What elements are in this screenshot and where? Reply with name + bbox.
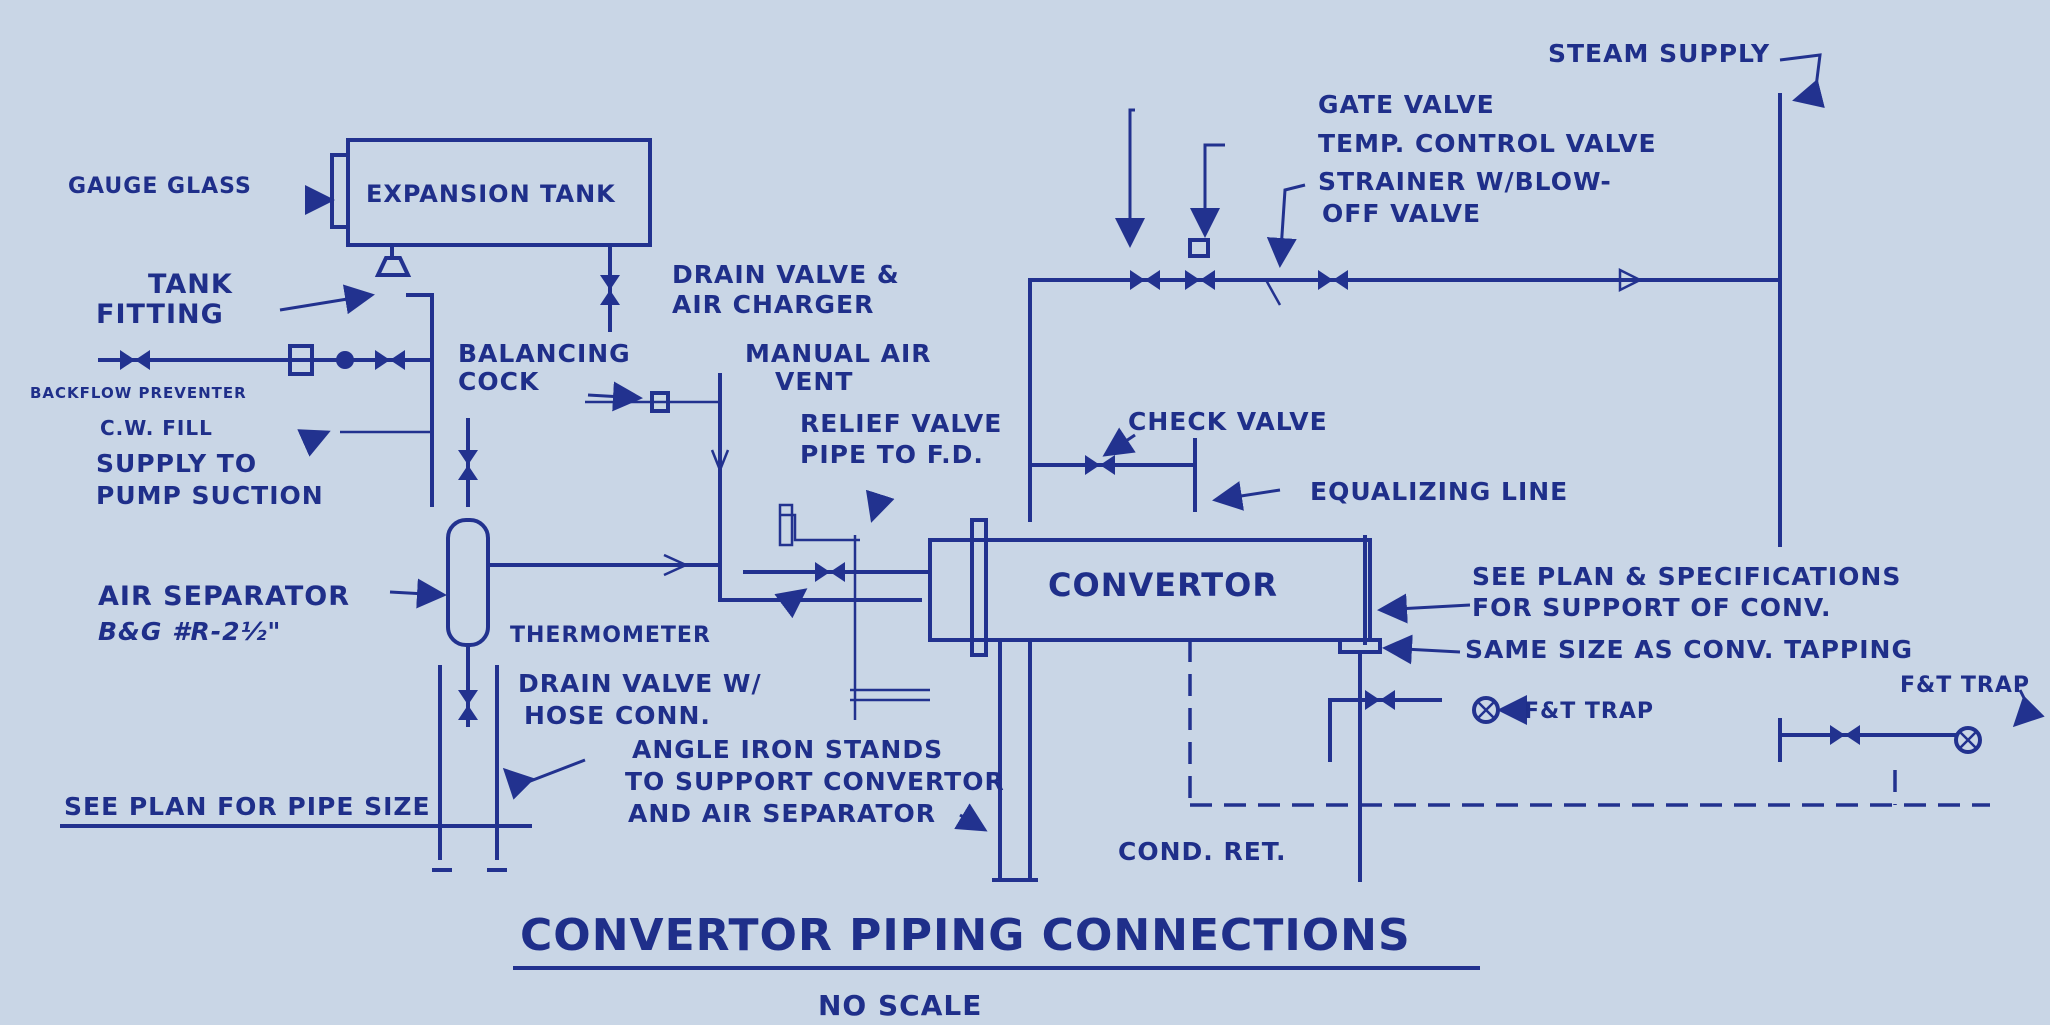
label-angle-iron-1: ANGLE IRON STANDS bbox=[632, 735, 943, 764]
backflow-preventer-body bbox=[288, 344, 314, 376]
label-manual-air-vent-1: MANUAL AIR bbox=[745, 339, 932, 368]
label-temp-control-valve: TEMP. CONTROL VALVE bbox=[1318, 129, 1657, 158]
leader-angle-iron-convertor bbox=[954, 803, 988, 832]
convertor-shell bbox=[928, 538, 1372, 642]
label-gate-valve: GATE VALVE bbox=[1318, 90, 1495, 119]
leader-support bbox=[1377, 593, 1471, 624]
tank-fitting bbox=[374, 245, 412, 277]
vent-arrow bbox=[710, 449, 730, 471]
floor-drain bbox=[850, 688, 930, 702]
label-balancing-cock-2: COCK bbox=[458, 367, 540, 396]
label-equalizing-line: EQUALIZING LINE bbox=[1310, 477, 1568, 506]
label-cw-fill: C.W. FILL bbox=[100, 416, 213, 440]
label-check-valve: CHECK VALVE bbox=[1128, 407, 1328, 436]
strainer-symbol bbox=[1264, 279, 1282, 306]
leader-relief-valve bbox=[865, 489, 895, 523]
secondary-ft-trap-cross bbox=[1959, 731, 1977, 749]
leader-equalizing-line bbox=[1212, 481, 1281, 511]
relief-valve bbox=[780, 513, 860, 542]
label-expansion-tank: EXPANSION TANK bbox=[366, 180, 616, 208]
leader-air-separator bbox=[389, 578, 447, 609]
label-supply-pump-suction-1: SUPPLY TO bbox=[96, 449, 257, 478]
label-steam-supply: STEAM SUPPLY bbox=[1548, 39, 1770, 68]
label-see-plan-support-2: FOR SUPPORT OF CONV. bbox=[1472, 593, 1832, 622]
drain-valve-symbol bbox=[600, 275, 620, 305]
label-convertor: CONVERTOR bbox=[1048, 566, 1278, 604]
diagram-subtitle: NO SCALE bbox=[818, 989, 982, 1022]
label-thermometer: THERMOMETER bbox=[510, 623, 711, 648]
leader-balancing-cock bbox=[587, 381, 643, 412]
convertor-flange bbox=[970, 518, 988, 657]
separator-drain-valve bbox=[458, 690, 478, 720]
fill-drop-pipe bbox=[406, 293, 434, 507]
label-ft-trap-1: F&T TRAP bbox=[1524, 699, 1654, 724]
label-tank-fitting-2: FITTING bbox=[96, 299, 224, 330]
air-vent-line bbox=[718, 373, 922, 602]
leader-same-size bbox=[1382, 634, 1461, 665]
label-same-size: SAME SIZE AS CONV. TAPPING bbox=[1465, 635, 1913, 664]
ft-trap-cross bbox=[1477, 701, 1495, 719]
temp-control-actuator bbox=[1188, 238, 1210, 258]
label-see-plan-pipe-size: SEE PLAN FOR PIPE SIZE bbox=[64, 792, 431, 821]
label-air-separator: AIR SEPARATOR bbox=[98, 581, 350, 612]
label-relief-valve-2: PIPE TO F.D. bbox=[800, 440, 984, 469]
fill-fitting bbox=[336, 351, 354, 369]
leader-tank-fitting bbox=[279, 284, 375, 315]
label-drain-valve-hose-2: HOSE CONN. bbox=[524, 701, 711, 730]
label-drain-valve-air-charger-2: AIR CHARGER bbox=[672, 290, 874, 319]
label-backflow-preventer: BACKFLOW PREVENTER bbox=[30, 384, 247, 402]
gate-valve-symbol bbox=[1130, 270, 1160, 290]
gauge-glass bbox=[330, 153, 350, 229]
convertor-stands bbox=[992, 640, 1038, 882]
secondary-ft-trap-symbol bbox=[1954, 726, 1982, 754]
label-strainer-2: OFF VALVE bbox=[1322, 199, 1481, 228]
label-angle-iron-2: TO SUPPORT CONVERTOR bbox=[625, 767, 1005, 796]
leader-angle-iron-separator bbox=[502, 758, 586, 800]
leader-check-valve bbox=[1102, 427, 1136, 457]
flow-arrow bbox=[663, 553, 687, 577]
check-valve-symbol bbox=[1085, 455, 1115, 475]
label-manual-air-vent-2: VENT bbox=[775, 367, 853, 396]
label-supply-pump-suction-2: PUMP SUCTION bbox=[96, 481, 324, 510]
label-drain-valve-hose-1: DRAIN VALVE W/ bbox=[518, 669, 762, 698]
leader-steam-supply bbox=[1779, 53, 1825, 109]
secondary-trap-pipe bbox=[1778, 718, 1957, 762]
label-cond-ret: COND. RET. bbox=[1118, 837, 1287, 866]
leader-strainer bbox=[1266, 183, 1306, 268]
label-relief-valve-1: RELIEF VALVE bbox=[800, 409, 1002, 438]
label-see-plan-support-1: SEE PLAN & SPECIFICATIONS bbox=[1472, 562, 1901, 591]
trap-feed-pipe bbox=[1328, 698, 1442, 762]
steam-flow-arrow bbox=[1618, 267, 1643, 293]
balancing-cock bbox=[650, 391, 670, 413]
label-drain-valve-air-charger-1: DRAIN VALVE & bbox=[672, 260, 900, 289]
label-gauge-glass: GAUGE GLASS bbox=[68, 174, 252, 199]
secondary-trap-valve bbox=[1830, 725, 1860, 745]
temp-control-valve-symbol bbox=[1185, 270, 1215, 290]
leader-thermometer bbox=[774, 588, 808, 619]
convertor-inlet-valve bbox=[815, 562, 845, 582]
diagram-title: CONVERTOR PIPING CONNECTIONS bbox=[520, 910, 1411, 961]
trap-feed-valve bbox=[1365, 690, 1395, 710]
label-air-separator-model: B&G #R-2½" bbox=[98, 617, 281, 646]
leader-temp-control-valve bbox=[1190, 143, 1225, 238]
label-tank-fitting-1: TANK bbox=[148, 269, 233, 300]
label-strainer-1: STRAINER W/BLOW- bbox=[1318, 167, 1612, 196]
steam-shutoff-valve bbox=[1318, 270, 1348, 290]
leader-ft-trap-secondary bbox=[2012, 689, 2045, 728]
leader-gate-valve bbox=[1115, 108, 1145, 248]
fill-valve-symbol bbox=[120, 350, 150, 370]
label-balancing-cock-1: BALANCING bbox=[458, 339, 631, 368]
leader-pump-suction bbox=[297, 429, 331, 457]
air-separator bbox=[446, 518, 490, 647]
thermometer-bulb bbox=[778, 503, 794, 547]
fill-shutoff-valve bbox=[375, 350, 405, 370]
separator-stands bbox=[432, 665, 507, 872]
label-ft-trap-2: F&T TRAP bbox=[1900, 673, 2030, 698]
label-angle-iron-3: AND AIR SEPARATOR bbox=[628, 799, 936, 828]
separator-top-valve bbox=[458, 450, 478, 480]
